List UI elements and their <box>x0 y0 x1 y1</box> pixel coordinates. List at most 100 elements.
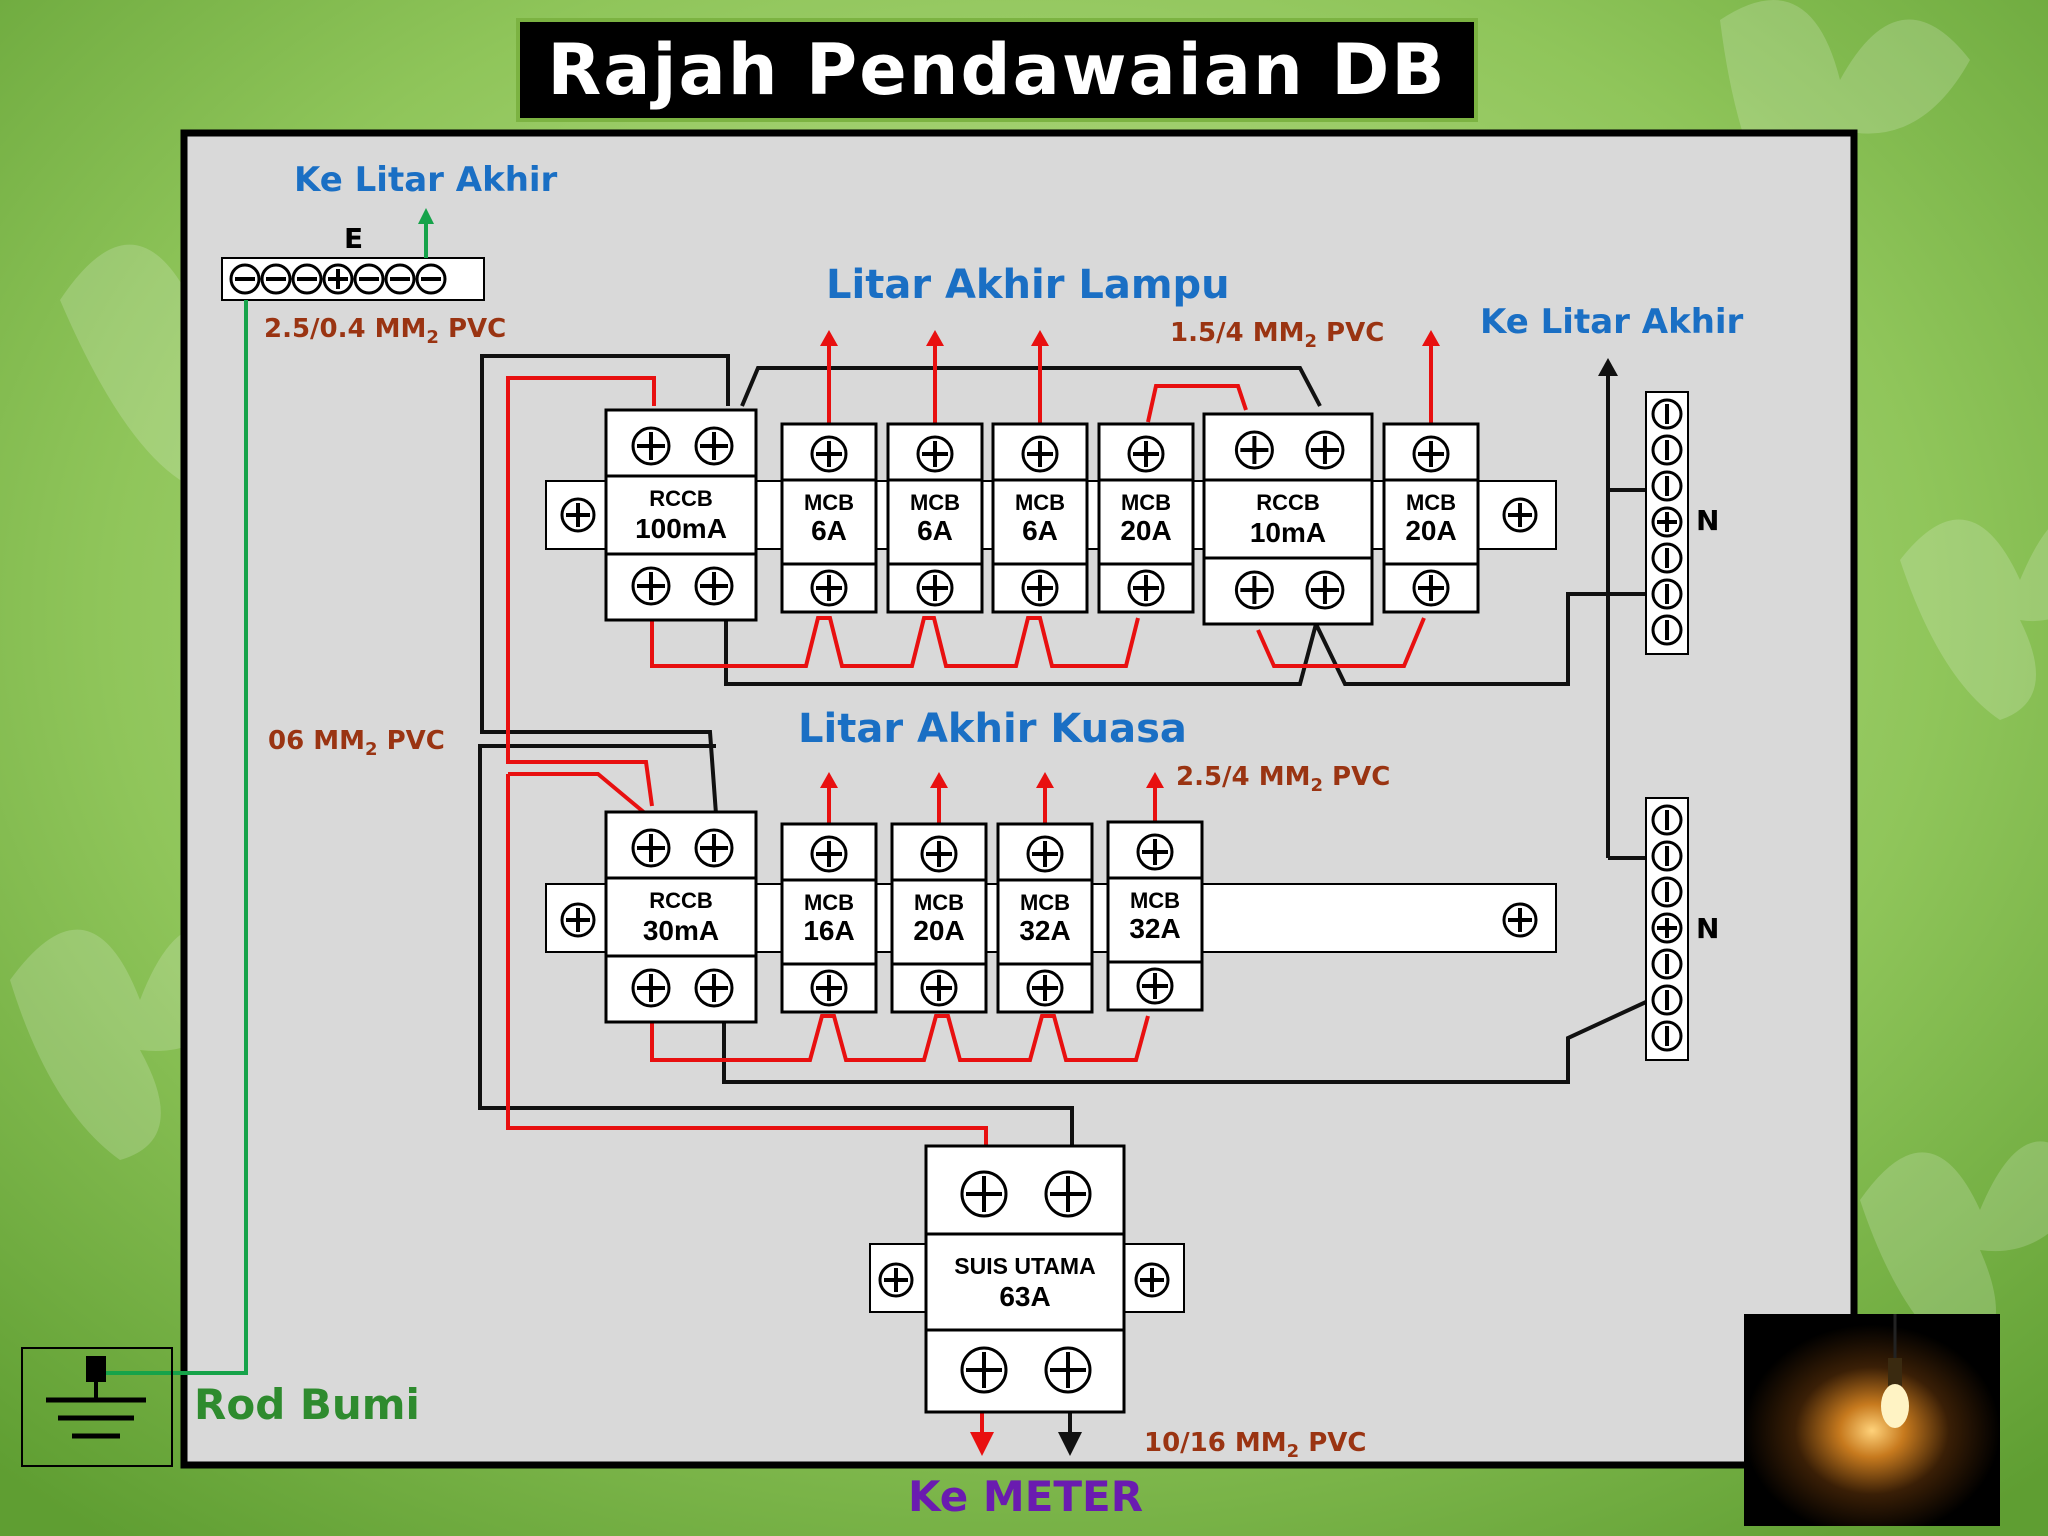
screw-terminal <box>1136 967 1174 1005</box>
title-banner: Rajah Pendawaian DB <box>516 18 1478 122</box>
screw-terminal <box>1234 570 1274 610</box>
device-rating-label: 10mA <box>1250 517 1326 548</box>
device-type-label: RCCB <box>649 486 713 511</box>
screw-terminal <box>1305 430 1345 470</box>
neutral-bar-top <box>1645 391 1689 655</box>
screw-terminal <box>920 969 958 1007</box>
page-title: Rajah Pendawaian DB <box>547 29 1447 111</box>
earth-dest-label: Ke Litar Akhir <box>294 160 558 200</box>
screw-terminal <box>353 263 385 295</box>
neutral-bar-top-label: N <box>1696 504 1720 537</box>
screw-terminal <box>1651 470 1683 502</box>
screw-terminal <box>694 566 734 606</box>
device-type-label: RCCB <box>649 888 713 913</box>
device-type-label: MCB <box>1121 490 1171 515</box>
screw-terminal <box>694 426 734 466</box>
screw-terminal <box>1651 614 1683 646</box>
neutral-dest-arrow <box>1598 358 1618 376</box>
device-rating-label: 6A <box>917 515 953 546</box>
screw-terminal <box>1651 434 1683 466</box>
device-type-label: MCB <box>1020 890 1070 915</box>
screw-terminal <box>631 426 671 466</box>
screw-terminal <box>1412 569 1450 607</box>
screw-terminal <box>322 263 354 295</box>
earth-cable-label: 2.5/0.4 MM2 PVC <box>264 314 507 349</box>
screw-terminal <box>810 569 848 607</box>
screw-terminal <box>916 569 954 607</box>
device-type-label: MCB <box>910 490 960 515</box>
main-cable-label: 06 MM2 PVC <box>268 726 445 761</box>
screw-terminal <box>1651 840 1683 872</box>
device-rating-label: 32A <box>1129 913 1180 944</box>
screw-terminal <box>694 828 734 868</box>
screw-terminal <box>1502 497 1538 533</box>
screw-terminal <box>878 1262 914 1298</box>
screw-terminal <box>260 263 292 295</box>
device-rating-label: 6A <box>1022 515 1058 546</box>
live-outgoing-arrows <box>820 330 1440 824</box>
screw-terminal <box>1021 569 1059 607</box>
screw-terminal <box>810 835 848 873</box>
screw-terminal <box>631 968 671 1008</box>
screw-terminal <box>229 263 261 295</box>
screw-terminal <box>1044 1170 1092 1218</box>
screw-terminal <box>1651 542 1683 574</box>
screw-terminal <box>694 968 734 1008</box>
earth-bar-label: E <box>344 222 364 255</box>
device-type-label: MCB <box>1130 888 1180 913</box>
screw-terminal <box>1021 435 1059 473</box>
screw-terminal <box>1651 398 1683 430</box>
meter-cable-label: 10/16 MM2 PVC <box>1144 1428 1367 1463</box>
meter-live-arrow <box>970 1432 994 1456</box>
device-type-label: MCB <box>804 890 854 915</box>
device-type-label: SUIS UTAMA <box>954 1253 1095 1279</box>
screw-terminal <box>560 902 596 938</box>
screw-terminal <box>810 969 848 1007</box>
screw-terminal <box>1026 969 1064 1007</box>
screw-terminal <box>1026 835 1064 873</box>
power-cable-label: 2.5/4 MM2 PVC <box>1176 762 1391 797</box>
meter-neutral-arrow <box>1058 1432 1082 1456</box>
screw-terminal <box>560 497 596 533</box>
screw-terminal <box>631 566 671 606</box>
device-rating-label: 20A <box>913 915 964 946</box>
screw-terminal <box>1136 833 1174 871</box>
device-rating-label: 20A <box>1120 515 1171 546</box>
screw-terminal <box>916 435 954 473</box>
screw-terminal <box>1651 912 1683 944</box>
device-type-label: MCB <box>804 490 854 515</box>
power-circuit-title: Litar Akhir Kuasa <box>798 706 1187 752</box>
live-wires <box>506 376 1426 1436</box>
earth-bar <box>221 257 485 301</box>
screw-terminal <box>1127 569 1165 607</box>
screw-terminal <box>1134 1262 1170 1298</box>
device-rating-label: 32A <box>1019 915 1070 946</box>
screw-terminal <box>1044 1346 1092 1394</box>
screw-terminal <box>810 435 848 473</box>
device-rating-label: 16A <box>803 915 854 946</box>
device-rating-label: 100mA <box>635 513 727 544</box>
screw-terminal <box>1502 902 1538 938</box>
device-type-label: MCB <box>914 890 964 915</box>
earth-rod-symbol <box>21 1347 173 1467</box>
lighting-cable-label: 1.5/4 MM2 PVC <box>1170 318 1385 353</box>
screw-terminal <box>1651 578 1683 610</box>
screw-terminal <box>1651 984 1683 1016</box>
meter-dest-label: Ke METER <box>908 1472 1144 1521</box>
device-type-label: MCB <box>1015 490 1065 515</box>
neutral-bar-bottom <box>1645 797 1689 1061</box>
screw-terminal <box>631 828 671 868</box>
screw-terminal <box>1651 804 1683 836</box>
screw-terminal <box>1651 876 1683 908</box>
screw-terminal <box>1651 948 1683 980</box>
